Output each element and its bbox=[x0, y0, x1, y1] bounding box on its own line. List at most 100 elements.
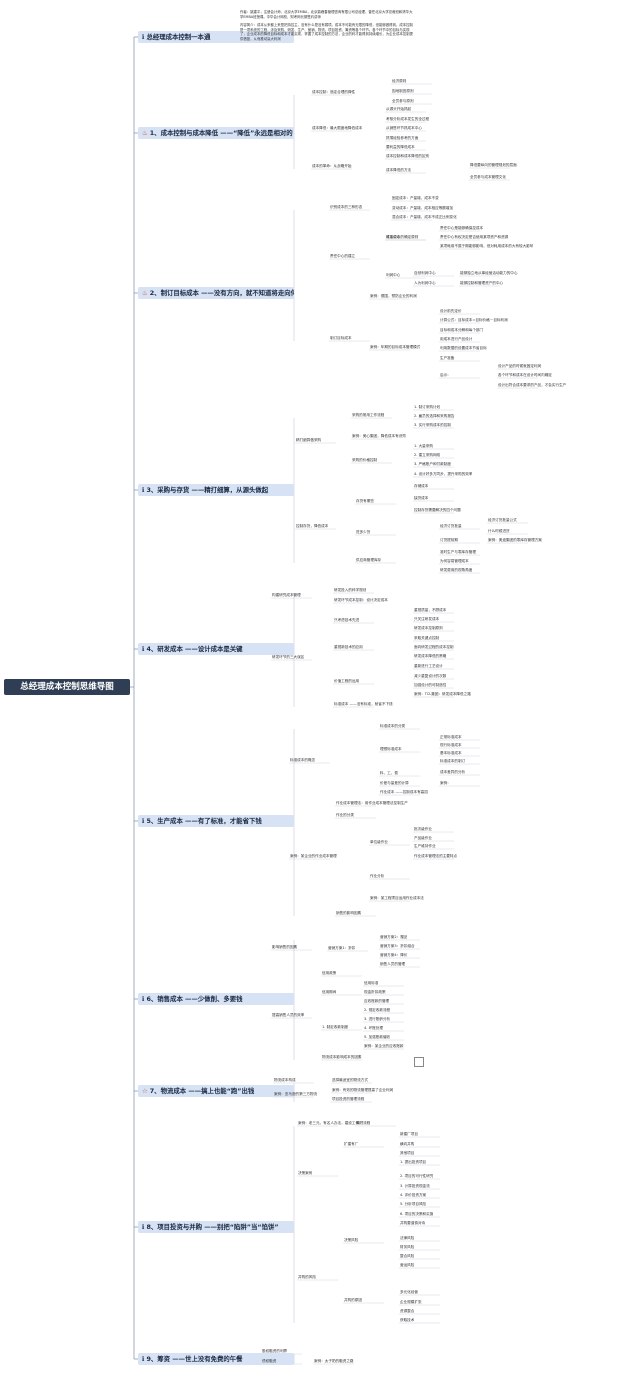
branch-node[interactable]: 标准成本的制订 bbox=[440, 759, 466, 763]
branch-node[interactable]: 存货有哪些 bbox=[356, 499, 374, 503]
note-icon[interactable] bbox=[414, 1057, 424, 1067]
branch-node[interactable]: 营销方案4：降价 bbox=[380, 953, 408, 957]
branch-node[interactable]: 经济原则 bbox=[392, 79, 407, 83]
branch-node[interactable]: 设计出符合成本要求的产品，才会实行生产 bbox=[498, 383, 567, 387]
branch-node[interactable]: 营销方案2：赠品 bbox=[380, 935, 408, 939]
branch-node[interactable]: 构建研究成本管理 bbox=[272, 593, 301, 597]
branch-node[interactable]: 销售人员的管理 bbox=[380, 962, 406, 966]
branch-node[interactable]: 2. 雇员的选择和采购报告 bbox=[414, 414, 455, 418]
branch-node[interactable]: 扩建有厂 bbox=[344, 1142, 359, 1146]
branch-node[interactable]: 变动成本：产量增，成本相应等额增加 bbox=[392, 206, 454, 210]
branch-node[interactable]: 案例：奥迪集团的零库存管理方案 bbox=[488, 538, 542, 542]
branch-node[interactable]: 考核分析成本发生的全过程 bbox=[386, 117, 430, 121]
root-topic[interactable]: 总经理成本控制思维导图 bbox=[4, 679, 130, 695]
branch-node[interactable]: 债权融资 bbox=[262, 1359, 277, 1363]
branch-node[interactable]: 决策案例 bbox=[298, 1171, 313, 1175]
branch-node[interactable]: 作业成本 ——控制成本有高招 bbox=[380, 790, 428, 794]
branch-node[interactable]: 什么时候进货 bbox=[488, 529, 510, 533]
branch-node[interactable]: 启示： bbox=[440, 373, 451, 377]
branch-node[interactable]: 能够控制和管理资产的中心 bbox=[460, 281, 504, 285]
branch-node[interactable]: 并购要谨慎对待 bbox=[400, 1221, 426, 1225]
branch-node[interactable]: 产品级作业 bbox=[414, 836, 432, 840]
branch-node[interactable]: 营销方案3：折扣组合 bbox=[380, 944, 415, 948]
branch-node[interactable]: 选择最适宜的物流方式 bbox=[332, 1078, 368, 1082]
branch-node[interactable]: 案例：某企业的作业成本管理 bbox=[290, 854, 337, 858]
branch-node[interactable]: 信用政策 bbox=[322, 971, 337, 975]
branch-node[interactable]: 研发环节成本控制：设计决定成本 bbox=[334, 598, 388, 602]
branch-node[interactable]: 能够独立地从事经营活动能力的中心 bbox=[460, 271, 518, 275]
branch-node[interactable]: 案例：某企业的应收账款 bbox=[364, 1044, 404, 1048]
branch-node[interactable]: 可控成本的确定原则 bbox=[386, 235, 419, 239]
branch-node[interactable]: 重视新技术的应用 bbox=[334, 645, 363, 649]
branch-node[interactable]: 成本控制和成本降低的区别 bbox=[386, 154, 430, 158]
branch-node[interactable]: 作业成本管理法的主要特点 bbox=[414, 854, 458, 858]
branch-node[interactable]: 目标和成本分解和每个部门 bbox=[440, 328, 484, 332]
branch-node[interactable]: 识别成本的三种形态 bbox=[330, 205, 363, 209]
branch-node[interactable]: 利用数据的设置成本节省目标 bbox=[440, 346, 487, 350]
branch-node[interactable]: 现金折扣政策 bbox=[364, 990, 386, 994]
branch-node[interactable]: 重视质量，不顾成本 bbox=[414, 608, 447, 612]
branch-node[interactable]: 采购的常用工作流程 bbox=[352, 413, 385, 417]
branch-node[interactable]: 并购的原因 bbox=[344, 1298, 362, 1302]
branch-node[interactable]: 获取技术 bbox=[400, 1318, 415, 1322]
branch-node[interactable]: 单位级作业 bbox=[370, 840, 388, 844]
branch-node[interactable]: 控制存货，降低成本 bbox=[296, 524, 329, 528]
branch-node[interactable]: 财务风险 bbox=[400, 1245, 415, 1249]
branch-node[interactable]: 进多少货 bbox=[356, 530, 371, 534]
branch-node[interactable]: 成本中心 bbox=[386, 235, 401, 239]
branch-node[interactable]: 案例：德国，预防企业的利润 bbox=[370, 294, 417, 298]
branch-node[interactable]: 物流成本影响成本的因素 bbox=[322, 1055, 362, 1059]
branch-node[interactable]: 各个环节和成本在设计时间内确定 bbox=[498, 373, 552, 377]
branch-node[interactable]: 横向并购 bbox=[400, 1142, 415, 1146]
branch-node[interactable]: 现行标准成本 bbox=[440, 743, 462, 747]
branch-node[interactable]: 信用标准 bbox=[364, 981, 379, 985]
branch-node[interactable]: 抓薄经验参考的方面 bbox=[386, 136, 419, 140]
branch-node[interactable]: 企业规模扩张 bbox=[400, 1300, 422, 1304]
branch-node[interactable]: 标准成本的概念 bbox=[290, 758, 316, 762]
branch-node[interactable]: 价差与量差的计算 bbox=[380, 781, 409, 785]
branch-node[interactable]: 作业分析 bbox=[370, 874, 385, 878]
branch-node[interactable]: 经济订货批量公式 bbox=[488, 518, 517, 522]
branch-node[interactable]: 案例：老三元，有名人办法，建设工作厂 bbox=[298, 1121, 363, 1125]
branch-node[interactable]: 标准成本的分类 bbox=[380, 724, 406, 728]
branch-node[interactable]: 精打细算做采购 bbox=[296, 438, 322, 442]
branch-node[interactable]: 存储成本 bbox=[414, 484, 429, 488]
branch-node[interactable]: 信用期间 bbox=[322, 990, 337, 994]
branch-node[interactable]: 研发环节的三大误区 bbox=[272, 655, 305, 659]
branch-node[interactable]: 正常标准成本 bbox=[440, 735, 462, 739]
branch-node[interactable]: 4. 设计好多方同步，提升采购的效率 bbox=[414, 472, 473, 476]
branch-node[interactable]: 自然利润中心 bbox=[414, 271, 436, 275]
branch-node[interactable]: 全员参与成本管理文化 bbox=[470, 175, 506, 179]
branch-node[interactable]: 成本降低：最大限度地降低成本 bbox=[312, 126, 363, 130]
branch-node[interactable]: 料、工、费 bbox=[380, 771, 398, 775]
section-2[interactable]: ♨2、制订目标成本 ——没有方向，就不知道将走向何方 bbox=[138, 287, 294, 299]
branch-node[interactable]: 采取关键点控制 bbox=[414, 636, 440, 640]
branch-node[interactable]: 2. 建立采购网络 bbox=[414, 453, 441, 457]
branch-node[interactable]: 决策风险 bbox=[344, 1238, 359, 1242]
branch-node[interactable]: 要利益的降低成本 bbox=[386, 145, 415, 149]
branch-node[interactable]: 作业的分类 bbox=[336, 813, 354, 817]
branch-node[interactable]: 固定成本：产量增，成本不变 bbox=[392, 196, 439, 200]
branch-node[interactable]: 研发成本降低的策略 bbox=[414, 654, 447, 658]
branch-node[interactable]: 缺货成本 bbox=[414, 496, 429, 500]
branch-node[interactable]: 某项耗用不属于期能够影响，但对耗用成本的大有较大影响 bbox=[440, 244, 534, 248]
branch-node[interactable]: 案例：太子奶的融资之路 bbox=[314, 1359, 354, 1363]
branch-node[interactable]: 股权融资的利弊 bbox=[262, 1349, 288, 1353]
branch-node[interactable]: 成本的革命：从战略开始 bbox=[312, 164, 352, 168]
branch-node[interactable]: 案例：美心集团，降低成本有诀窍 bbox=[352, 434, 406, 438]
branch-node[interactable]: 成本控制：追定合理的弹性 bbox=[312, 90, 356, 94]
branch-node[interactable]: 3. 计算投资现金流 bbox=[400, 1184, 430, 1188]
branch-node[interactable]: 1. 制订采购计划 bbox=[414, 405, 441, 409]
branch-node[interactable]: 从销售环节抓成本中心 bbox=[386, 126, 422, 130]
branch-node[interactable]: 作业成本管理法：用作业成本管理法控制生产 bbox=[336, 801, 408, 805]
branch-node[interactable]: 生产准备 bbox=[440, 356, 455, 360]
branch-node[interactable]: 订货提前期 bbox=[440, 538, 458, 542]
branch-node[interactable]: 资源整合 bbox=[400, 1309, 415, 1313]
branch-node[interactable]: 降低要纵向的管理规划的层面 bbox=[470, 163, 517, 167]
branch-node[interactable]: 责任中心有权决定是否使用某项资产和资源 bbox=[440, 235, 509, 239]
branch-node[interactable]: 案例：TCL集团：研发成本降低之路 bbox=[414, 692, 471, 696]
